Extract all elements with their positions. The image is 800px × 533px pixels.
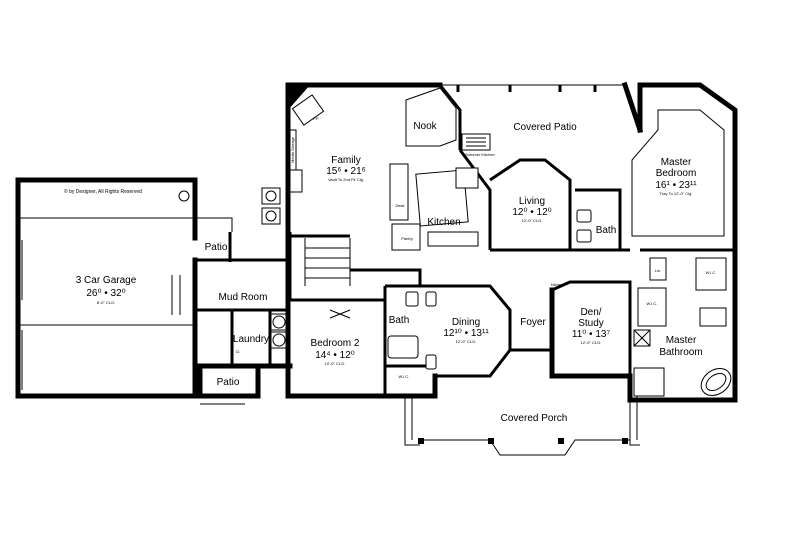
den-ceiling: 12'-0" CLG.: [581, 340, 602, 345]
utility-walls: [171, 187, 293, 405]
master-bedroom-label-line2: Bedroom: [656, 168, 697, 179]
bedroom2-label: Bedroom 2: [311, 338, 360, 349]
fp-label: F.P.: [313, 116, 319, 121]
copyright-note: © by Designer, All Rights Reserved: [64, 188, 142, 195]
master-bedroom-label-line1: Master: [661, 157, 692, 168]
master-bathroom-label-line2: Bathroom: [659, 347, 702, 358]
fireplace-mark: [288, 85, 310, 110]
den-label-line2: Study: [578, 318, 604, 329]
mud-room-label: Mud Room: [219, 292, 268, 303]
den-label-line1: Den/: [580, 307, 601, 318]
desk-label: Desk: [395, 203, 404, 208]
pantry-label: Pantry: [401, 236, 413, 241]
patio-lower-label: Patio: [217, 377, 240, 388]
living-ceiling: 12'-0" CLG.: [522, 218, 543, 223]
laundry-label: Laundry: [233, 334, 269, 345]
patio-upper-label: Patio: [205, 242, 228, 253]
dining-ceiling: 12'-0" CLG.: [456, 339, 477, 344]
bedroom2-dims: 14⁴ • 12⁰: [315, 350, 355, 361]
wic-master-label: W.I.C.: [706, 270, 717, 275]
covered-porch-label: Covered Porch: [501, 413, 568, 424]
family-walls: [285, 82, 443, 303]
garage-walls: [15, 177, 198, 399]
nook-label: Nook: [413, 121, 437, 132]
kitchen-walls: [389, 84, 492, 251]
lin-label: Lin.: [655, 268, 661, 273]
family-ceiling: Vault To 2nd Flr Clg.: [328, 177, 364, 182]
master-bedroom-ceiling: Tray To 12'-0" Clg.: [660, 191, 693, 196]
wic-den-label: W.I.C.: [647, 301, 658, 306]
media-storage-label: Media Storage: [290, 136, 295, 163]
family-dims: 15⁶ • 21⁶: [326, 166, 366, 177]
living-dims: 12⁰ • 12⁰: [512, 207, 551, 218]
summer-kitchen-label: Summer Kitchen: [465, 152, 495, 157]
dining-label: Dining: [452, 317, 480, 328]
bedroom2-ceiling: 10'-0" CLG.: [325, 361, 346, 366]
master-bath-label: Bath: [596, 225, 617, 236]
niche-label: Niche: [551, 282, 562, 287]
foyer-label: Foyer: [520, 317, 546, 328]
dining-dims: 12¹⁰ • 13¹¹: [443, 328, 489, 339]
master-bathroom-label-line1: Master: [666, 335, 697, 346]
den-dims: 11⁰ • 13⁷: [572, 329, 611, 340]
garage-dims: 26⁰ • 32⁰: [86, 288, 125, 299]
master-walls: [575, 82, 738, 403]
bath2-label: Bath: [389, 315, 410, 326]
garage-ceiling: 8'-0" CLG.: [97, 300, 115, 305]
family-label: Family: [331, 155, 360, 166]
porch-walls: [404, 396, 640, 456]
wic-bedroom2-label: W.I.C.: [399, 374, 410, 379]
bedroom2-walls: [285, 284, 438, 399]
living-label: Living: [519, 196, 545, 207]
kitchen-label: Kitchen: [427, 217, 460, 228]
covered-patio-label: Covered Patio: [513, 122, 577, 133]
master-bedroom-dims: 16¹ • 23¹¹: [655, 180, 697, 191]
garage-label: 3 Car Garage: [76, 275, 137, 286]
closet-label: Cl.: [236, 349, 241, 354]
